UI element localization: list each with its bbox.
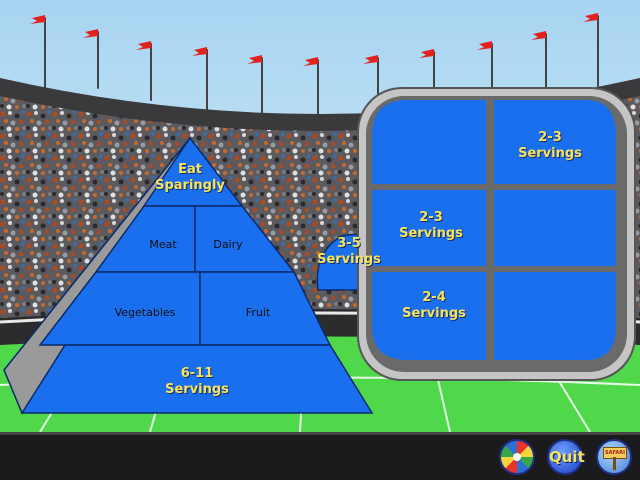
flag-icon: [531, 31, 547, 95]
flag-icon: [583, 13, 599, 87]
bottom-bar: [0, 432, 640, 480]
fruit-label: Fruit: [245, 306, 271, 319]
dairy-label: Dairy: [213, 238, 243, 251]
vegetables-label: Vegetables: [114, 306, 176, 319]
board-cell-top-right: [494, 100, 616, 184]
meat-label: Meat: [149, 238, 177, 251]
signpost-icon[interactable]: SAFARI LAND: [596, 439, 632, 475]
flag-icon: [136, 41, 152, 101]
quit-button-label: Quit: [549, 448, 585, 466]
food-pyramid: [3, 136, 374, 415]
quit-button[interactable]: Quit: [547, 439, 585, 475]
flag-icon: [192, 47, 208, 111]
flag-icon: [303, 57, 319, 119]
board-cell-top-left: [372, 100, 486, 184]
pyramid-grains-tier: [20, 344, 374, 414]
flag-icon: [247, 55, 263, 116]
board-cells: [372, 100, 616, 360]
board-cell-middle-left: [372, 190, 486, 266]
flag-icon: [83, 29, 99, 89]
stadium-flags: [30, 13, 599, 119]
board-cell-bottom-right: [494, 272, 616, 360]
flag-icon: [30, 15, 46, 89]
board-cell-middle-right: [494, 190, 616, 266]
color-wheel-icon[interactable]: [499, 439, 535, 475]
board-cell-bottom-left: [372, 272, 486, 360]
